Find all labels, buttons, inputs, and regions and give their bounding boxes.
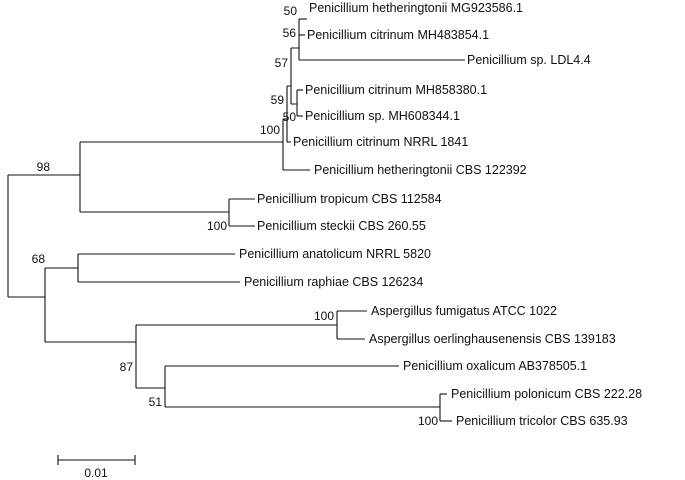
tree-branches <box>7 18 465 422</box>
taxon-label: Penicillium oxalicum AB378505.1 <box>403 359 587 373</box>
bootstrap-value: 50 <box>283 110 297 124</box>
taxon-label: Penicillium hetheringtonii CBS 122392 <box>314 163 527 177</box>
bootstrap-value: 100 <box>207 219 227 233</box>
branch-clade-56 <box>291 19 300 60</box>
branch-clade-50b <box>291 90 298 116</box>
taxon-label: Aspergillus oerlinghausenensis CBS 13918… <box>369 332 616 346</box>
taxon-label: Penicillium citrinum NRRL 1841 <box>293 135 468 149</box>
bootstrap-value: 100 <box>260 123 280 137</box>
branch-clade-68 <box>45 254 79 282</box>
taxon-label: Penicillium sp. MH608344.1 <box>305 109 460 123</box>
branch-clade-100-steckii <box>80 199 230 226</box>
bootstrap-value: 51 <box>149 395 163 409</box>
branch-clade-87 <box>45 325 137 388</box>
taxon-label: Penicillium tricolor CBS 635.93 <box>456 414 628 428</box>
bootstrap-value: 56 <box>283 26 297 40</box>
bootstrap-value: 57 <box>275 56 289 70</box>
taxon-label: Penicillium tropicum CBS 112584 <box>257 192 442 206</box>
taxon-label: Aspergillus fumigatus ATCC 1022 <box>371 304 557 318</box>
taxon-label: Penicillium hetheringtonii MG923586.1 <box>309 1 523 15</box>
branch-clade-59 <box>283 86 288 142</box>
bootstrap-value: 87 <box>120 360 134 374</box>
bootstrap-value: 100 <box>314 309 334 323</box>
bootstrap-value: 98 <box>37 160 51 174</box>
bootstrap-value: 100 <box>418 414 438 428</box>
bootstrap-labels: 50 56 57 59 50 100 98 100 68 100 87 51 1… <box>32 4 439 428</box>
scale-bar: 0.01 <box>57 455 136 480</box>
taxon-label: Penicillium raphiae CBS 126234 <box>244 275 423 289</box>
taxon-labels: Penicillium hetheringtonii MG923586.1 Pe… <box>239 1 642 428</box>
bootstrap-value: 50 <box>284 4 298 18</box>
branch-clade-100-polonicum <box>165 394 441 421</box>
scale-bar-line <box>57 455 136 465</box>
taxon-label: Penicillium polonicum CBS 222.28 <box>451 387 642 401</box>
bootstrap-value: 68 <box>32 252 46 266</box>
branch-clade-basal-lower <box>8 268 46 342</box>
taxon-label: Penicillium citrinum MH483854.1 <box>307 28 489 42</box>
bootstrap-value: 59 <box>271 93 285 107</box>
taxon-label: Penicillium sp. LDL4.4 <box>467 53 591 67</box>
taxon-label: Penicillium anatolicum NRRL 5820 <box>239 247 431 261</box>
branch-clade-100-aspergillus <box>136 311 338 339</box>
branch-clade-98 <box>8 142 81 212</box>
taxon-label: Penicillium citrinum MH858380.1 <box>305 83 487 97</box>
branch-clade-100-citrinum <box>80 119 284 170</box>
branch-clade-57 <box>287 48 292 104</box>
scale-bar-label: 0.01 <box>84 466 108 480</box>
taxon-label: Penicillium steckii CBS 260.55 <box>257 219 426 233</box>
branch-clade-51 <box>136 366 166 407</box>
